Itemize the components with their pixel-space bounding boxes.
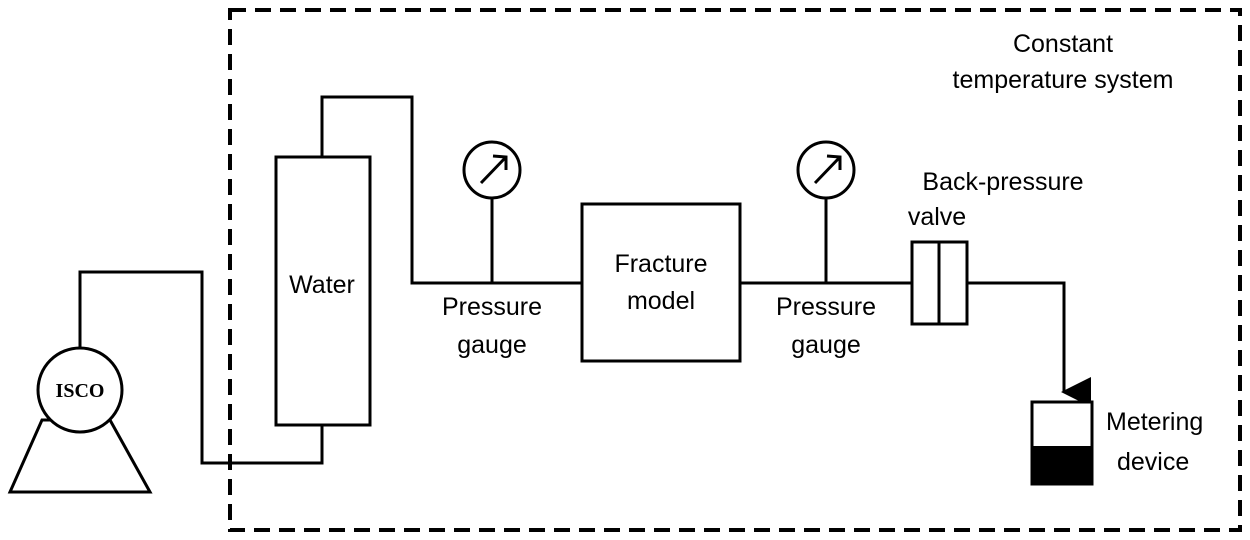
valve-label-line1: Back-pressure [922, 168, 1083, 196]
pressure-gauge-2 [796, 140, 856, 283]
water-vessel-label: Water [289, 271, 355, 299]
pressure-gauge-1 [462, 140, 522, 283]
enclosure-label-line2: temperature system [953, 66, 1174, 94]
pipe-pump-to-loop [78, 270, 324, 465]
metering-device-fill [1032, 446, 1092, 484]
pipe-valve-to-meter [967, 281, 1091, 407]
pipe-water-to-fracture [320, 95, 582, 285]
metering-device [1030, 400, 1094, 486]
water-vessel [274, 155, 372, 427]
valve-label-line2: valve [908, 203, 966, 231]
constant-temperature-enclosure [228, 8, 1242, 532]
enclosure-label-line1: Constant [1013, 30, 1113, 58]
gauge2-label-line1: Pressure [776, 293, 876, 321]
meter-label-line1: Metering [1106, 408, 1203, 436]
gauge1-label-line1: Pressure [442, 293, 542, 321]
pump-label: ISCO [56, 380, 105, 402]
fracture-model-label-line1: Fracture [614, 250, 707, 278]
isco-pump: ISCO [7, 346, 153, 494]
back-pressure-valve [910, 240, 969, 326]
fracture-model [580, 202, 742, 363]
meter-label-line2: device [1117, 448, 1189, 476]
gauge2-label-line2: gauge [791, 331, 861, 359]
gauge1-label-line2: gauge [457, 331, 527, 359]
fracture-model-label-line2: model [627, 287, 695, 315]
